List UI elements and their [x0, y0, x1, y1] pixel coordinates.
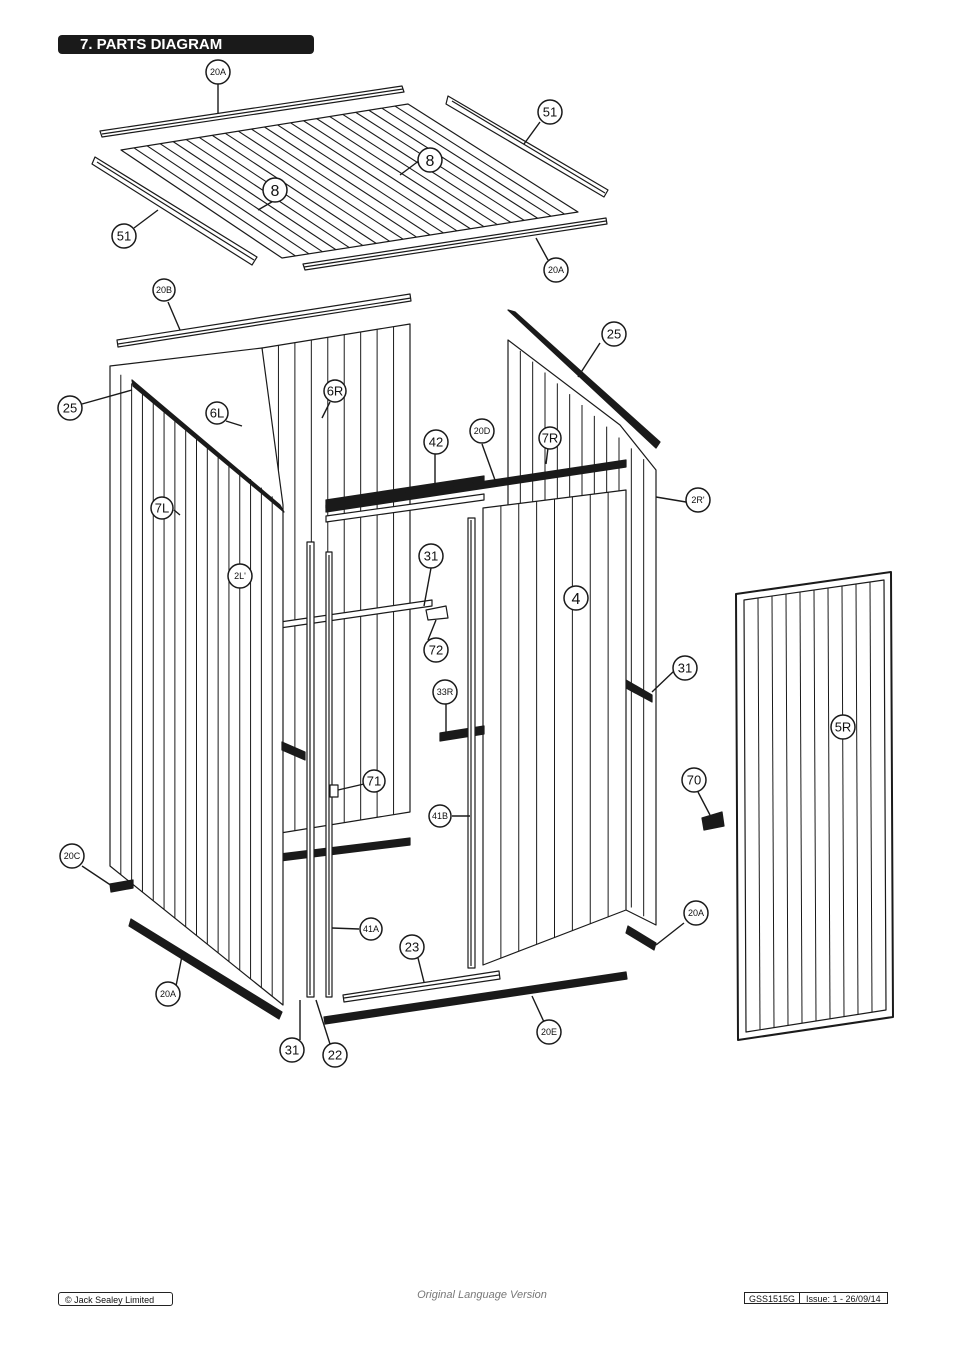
callout-25_left: 25 [57, 395, 83, 421]
callout-label: 41B [432, 811, 448, 821]
left-wall [109, 347, 306, 1006]
callout-8_right: 8 [417, 147, 443, 173]
callout-22: 22 [322, 1042, 348, 1068]
callout-label: 20A [210, 67, 226, 77]
callout-label: 5R [835, 720, 852, 735]
callout-label: 4 [572, 591, 581, 608]
callout-20a_roof_front: 20A [543, 257, 569, 283]
section-title: 7. PARTS DIAGRAM [58, 35, 314, 54]
callout-label: 23 [405, 940, 419, 955]
callout-label: 72 [429, 643, 443, 658]
callout-label: 31 [285, 1043, 299, 1058]
callout-label: 20E [541, 1027, 557, 1037]
callout-label: 25 [63, 401, 77, 416]
callout-7r: 7R [538, 426, 562, 450]
callout-41a: 41A [359, 917, 383, 941]
callout-label: 8 [271, 183, 280, 200]
callout-20c: 20C [59, 843, 85, 869]
callout-label: 7R [542, 431, 559, 446]
leader-lines [81, 84, 711, 1045]
callout-2r: 2R' [685, 487, 711, 513]
callout-label: 20C [64, 851, 81, 861]
callout-label: 20A [688, 908, 704, 918]
bottom-rails [109, 879, 657, 1025]
callout-label: 8 [426, 153, 435, 170]
roof-assembly [91, 85, 609, 271]
callout-31_right: 31 [672, 655, 698, 681]
callout-label: 31 [678, 661, 692, 676]
callout-31_mid: 31 [418, 543, 444, 569]
callout-25_right: 25 [601, 321, 627, 347]
callout-51_left: 51 [111, 223, 137, 249]
callout-42: 42 [423, 429, 449, 455]
callout-71: 71 [362, 769, 386, 793]
callout-20a_bottom_left: 20A [155, 981, 181, 1007]
callout-label: 70 [687, 773, 701, 788]
callout-label: 20B [156, 285, 172, 295]
callout-6l: 6L [205, 401, 229, 425]
callout-20a_top: 20A [205, 59, 231, 85]
callout-72: 72 [423, 637, 449, 663]
callout-41b: 41B [428, 804, 452, 828]
callout-23: 23 [399, 934, 425, 960]
callout-51_right: 51 [537, 99, 563, 125]
callout-31_bottom: 31 [279, 1037, 305, 1063]
callout-label: 20A [548, 265, 564, 275]
door-posts [306, 541, 339, 998]
callout-20e: 20E [536, 1019, 562, 1045]
issue-date: Issue: 1 - 26/09/14 [800, 1292, 888, 1304]
language-note: Original Language Version [417, 1289, 547, 1301]
callout-4: 4 [563, 585, 589, 611]
callout-20b: 20B [152, 278, 176, 302]
callout-label: 31 [424, 549, 438, 564]
callout-7l: 7L [150, 496, 174, 520]
callout-33r: 33R [432, 679, 458, 705]
front-panel-4 [425, 489, 627, 969]
callout-label: 41A [363, 924, 379, 934]
model-number: GSS1515G [744, 1292, 801, 1304]
callout-20a_right: 20A [683, 900, 709, 926]
callout-label: 71 [367, 774, 381, 789]
callout-label: 33R [437, 687, 454, 697]
callout-8_left: 8 [262, 177, 288, 203]
callout-label: 51 [117, 229, 131, 244]
callout-label: 51 [543, 105, 557, 120]
callout-label: 6L [210, 406, 224, 421]
back-wall [261, 323, 485, 862]
callout-6r: 6R [323, 379, 347, 403]
callout-label: 6R [327, 384, 344, 399]
door-5r [701, 571, 894, 1041]
callout-label: 2R' [691, 495, 705, 505]
callout-label: 25 [607, 327, 621, 342]
document-id: GSS1515G Issue: 1 - 26/09/14 [744, 1292, 888, 1304]
callout-label: 20A [160, 989, 176, 999]
callout-70: 70 [681, 767, 707, 793]
callout-20d: 20D [469, 418, 495, 444]
callout-2l: 2L' [227, 563, 253, 589]
callout-5r: 5R [830, 714, 856, 740]
callout-label: 22 [328, 1048, 342, 1063]
callout-label: 42 [429, 435, 443, 450]
callout-label: 2L' [234, 571, 246, 581]
callout-label: 20D [474, 426, 491, 436]
copyright-label: © Jack Sealey Limited [58, 1292, 173, 1306]
callout-label: 7L [155, 501, 169, 516]
